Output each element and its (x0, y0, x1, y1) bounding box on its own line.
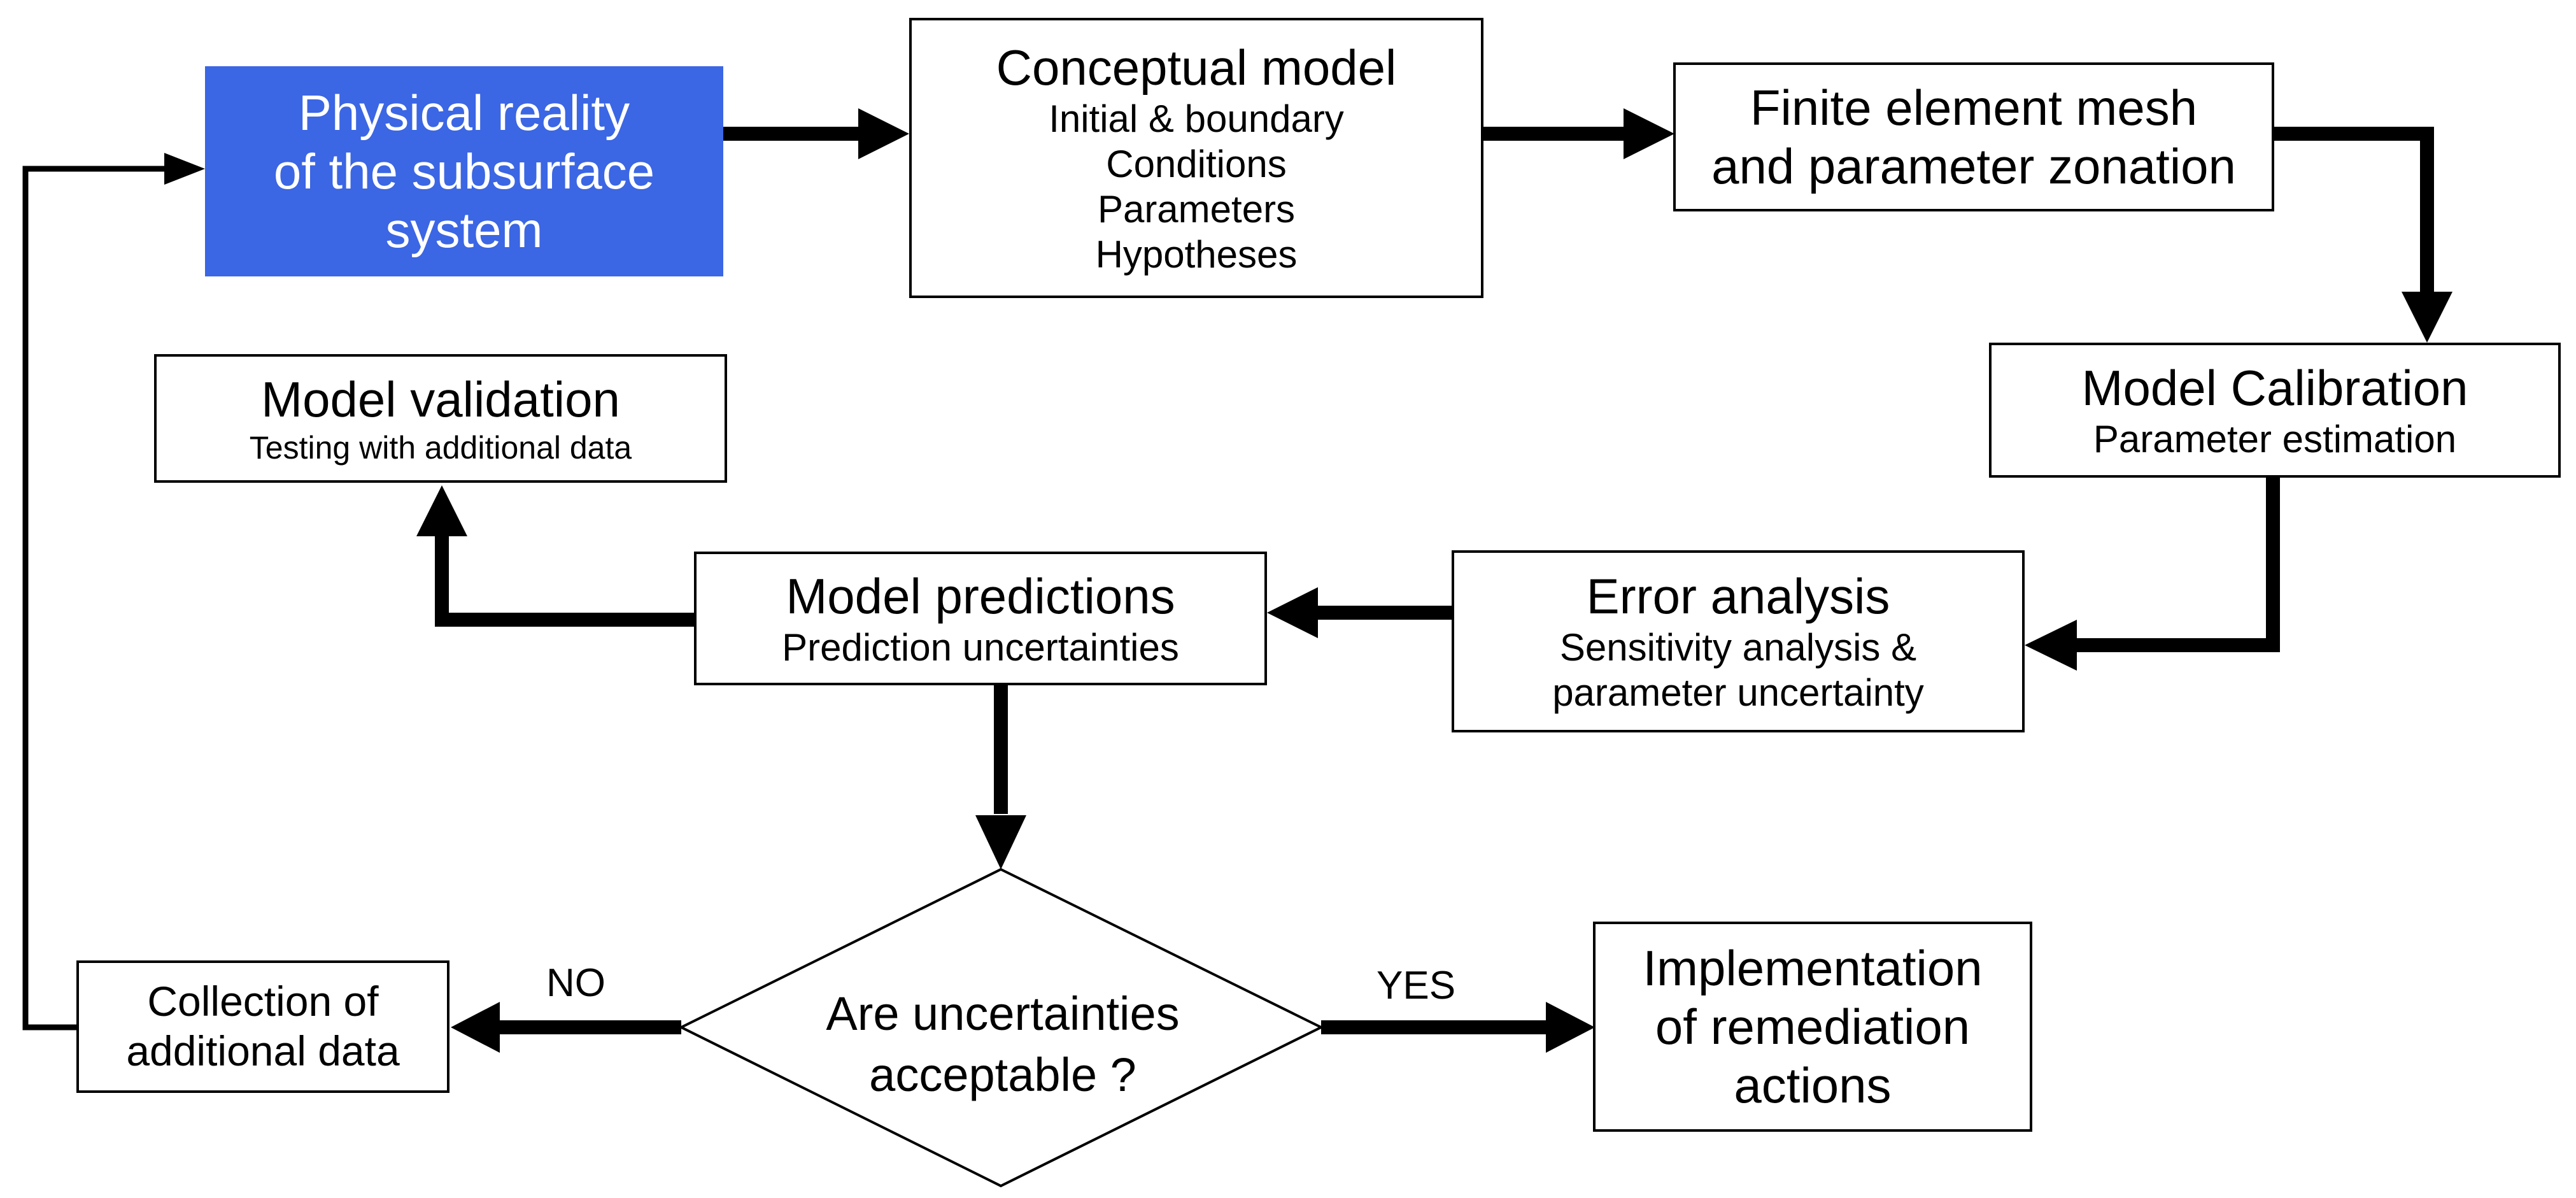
conceptual-model-item-3: Parameters (1097, 188, 1296, 231)
decision-line-2: acceptable ? (869, 1048, 1136, 1101)
edge-mesh-to-calibration (2274, 127, 2434, 293)
edge-label-no: NO (546, 961, 605, 1005)
decision-diamond (678, 867, 1324, 1188)
physical-reality-line-3: system (385, 202, 543, 259)
model-validation-subtitle: Testing with additional data (249, 429, 632, 466)
error-analysis-line-1: Sensitivity analysis & (1559, 626, 1917, 669)
arrowhead-decision (975, 815, 1026, 869)
node-model-predictions: Model predictions Prediction uncertainti… (694, 552, 1267, 685)
arrowhead-mesh (1624, 108, 1674, 159)
node-collection: Collection of additional data (76, 960, 449, 1093)
node-conceptual-model: Conceptual model Initial & boundary Cond… (909, 18, 1483, 298)
node-model-validation: Model validation Testing with additional… (154, 354, 727, 483)
physical-reality-line-1: Physical reality (298, 84, 630, 141)
model-calibration-subtitle: Parameter estimation (2093, 417, 2457, 460)
node-error-analysis: Error analysis Sensitivity analysis & pa… (1452, 550, 2025, 732)
node-model-calibration: Model Calibration Parameter estimation (1989, 343, 2561, 478)
edge-label-yes: YES (1376, 964, 1456, 1008)
model-validation-title: Model validation (261, 371, 620, 428)
physical-reality-line-2: of the subsurface (273, 143, 655, 199)
model-calibration-title: Model Calibration (2081, 359, 2468, 416)
implementation-line-1: Implementation (1643, 939, 1983, 996)
collection-line-2: additional data (126, 1027, 400, 1074)
implementation-line-3: actions (1734, 1057, 1892, 1114)
arrowhead-error (2025, 620, 2077, 671)
node-decision: Are uncertainties acceptable ? (681, 959, 1324, 1130)
edge-collection-to-physical (22, 166, 166, 1030)
conceptual-model-item-1: Initial & boundary (1049, 97, 1344, 141)
arrowhead-collection (451, 1002, 500, 1053)
conceptual-model-item-4: Hypotheses (1095, 232, 1298, 276)
decision-line-1: Are uncertainties (826, 987, 1180, 1040)
conceptual-model-item-2: Conditions (1106, 143, 1287, 186)
node-fem-mesh: Finite element mesh and parameter zonati… (1673, 62, 2274, 211)
collection-line-1: Collection of (147, 978, 379, 1025)
arrowhead-physical (164, 153, 205, 185)
conceptual-model-title: Conceptual model (996, 39, 1397, 96)
error-analysis-title: Error analysis (1586, 568, 1890, 625)
model-predictions-subtitle: Prediction uncertainties (782, 625, 1179, 669)
node-physical-reality: Physical reality of the subsurface syste… (205, 66, 723, 276)
fem-mesh-line-1: Finite element mesh (1750, 79, 2198, 136)
implementation-line-2: of remediation (1655, 998, 1971, 1055)
edge-predictions-to-validation (435, 530, 694, 627)
arrowhead-implementation (1546, 1002, 1595, 1053)
arrowhead-conceptual (858, 108, 909, 159)
error-analysis-line-2: parameter uncertainty (1552, 671, 1924, 715)
edge-calibration-to-error (2076, 476, 2280, 652)
fem-mesh-line-2: and parameter zonation (1711, 138, 2236, 194)
arrowhead-predictions (1267, 587, 1318, 638)
arrowhead-calibration (2402, 292, 2452, 343)
node-implementation: Implementation of remediation actions (1593, 922, 2032, 1132)
model-predictions-title: Model predictions (786, 567, 1175, 624)
arrowhead-validation (416, 485, 467, 536)
